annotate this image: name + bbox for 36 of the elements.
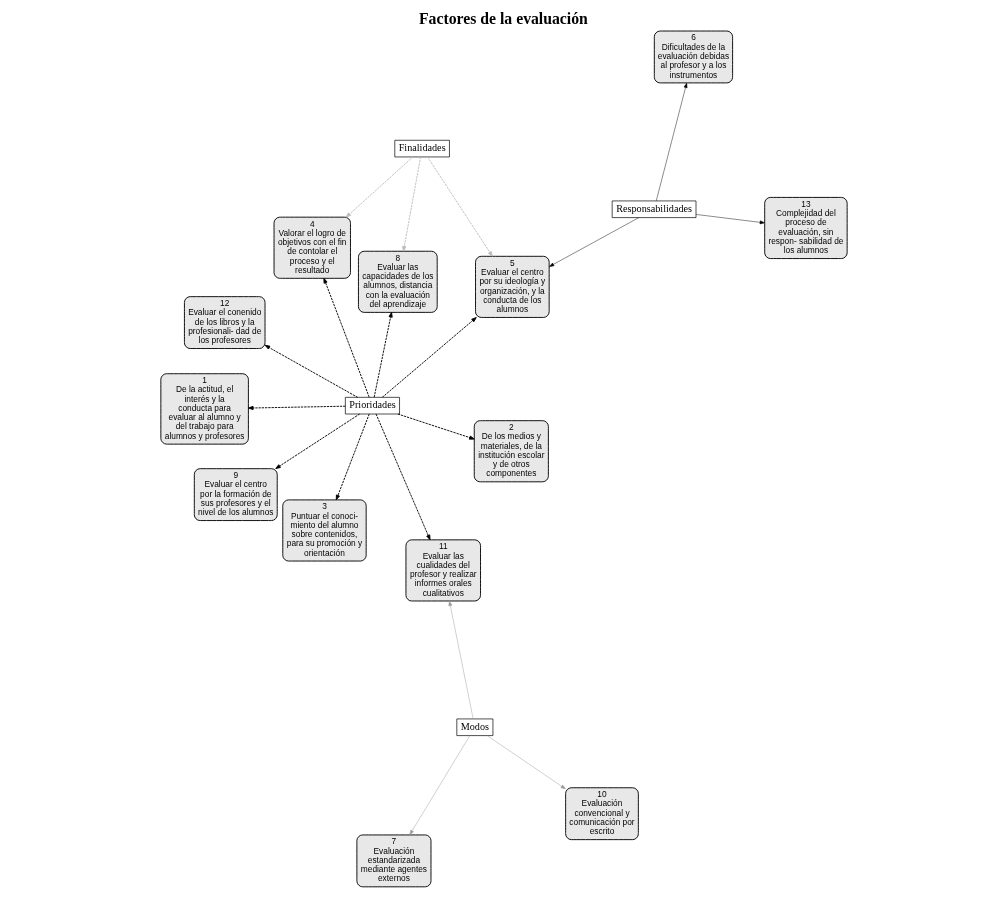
arrow (381, 317, 477, 398)
node-box: Modos (456, 718, 494, 736)
arrow (323, 277, 370, 398)
node-box: 11 Evaluar las cualidades del profesor y realizar informes orales cualitativos (405, 539, 481, 602)
arrow (373, 311, 393, 398)
node-box: 3 Puntuar el conoci- miento del alumno sobre contenidos, para su promoción y orientación (282, 499, 367, 562)
arrow (427, 156, 493, 257)
arrow (487, 735, 566, 790)
node-box: 2 De los medios y materiales, de la institución escolar y de otros componentes (473, 420, 549, 483)
node-box: 12 Evaluar el conenido de los libros y la profesionali- dad de los profesores (183, 296, 266, 349)
arrow (656, 82, 688, 202)
node-box: 6 Dificultades de la evaluación debidas al profesor y a los instrumentos (653, 30, 734, 84)
arrow (448, 600, 474, 720)
arrow (345, 156, 414, 218)
node-box: 10 Evaluación convencional y comunicación por escrito (565, 787, 639, 841)
node-box: 1 De la actitud, el interés y la conducta para evaluar al alumno y del trabajo para alumnos y profesores (160, 373, 249, 445)
arrow (335, 413, 370, 501)
arrow (264, 344, 359, 398)
node-box: 4 Valorar el logro de objetivos con el fin de contolar el proceso y el resultado (273, 216, 351, 279)
node-box: 13 Complejidad del proceso de evaluación, sin respon- sabilidad de los alumnos (764, 196, 848, 259)
diagram-title: Factores de la evaluación (419, 10, 588, 28)
node-box: 8 Evaluar las capacidades de los alumnos, distancia con la evaluación del aprendizaje (358, 250, 438, 313)
arrow (397, 413, 475, 440)
arrow (375, 413, 431, 541)
arrow (695, 214, 765, 225)
arrow (248, 405, 346, 411)
node-box: 9 Evaluar el centro por la formación de sus profesores y el nivel de los alumnos (193, 468, 278, 522)
node-box: Prioridades (345, 397, 400, 415)
node-box: Finalidades (394, 139, 450, 158)
arrow (549, 217, 639, 267)
arrow (409, 735, 471, 836)
node-box: 7 Evaluación estandarizada mediante agentes externos (356, 834, 432, 888)
node-box: Responsabilidades (611, 200, 697, 218)
arrow (275, 413, 361, 470)
arrow (402, 156, 422, 252)
node-box: 5 Evaluar el centro por su ideología y organización, y la conducta de los alumnos (475, 255, 550, 318)
